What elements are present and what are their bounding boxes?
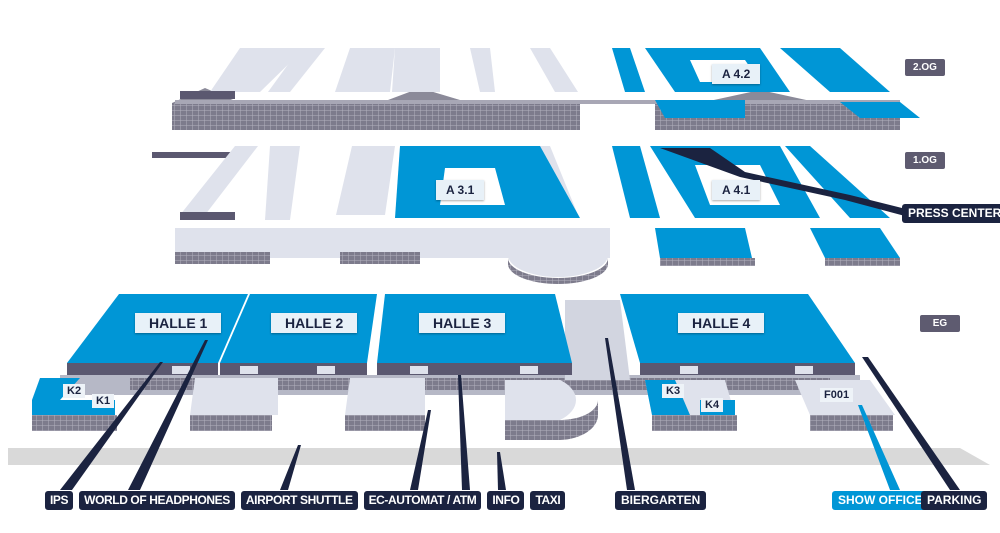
room-k2[interactable]: K2 bbox=[63, 384, 86, 398]
callout-parking[interactable]: PARKING bbox=[921, 491, 988, 510]
callout-biergarten[interactable]: BIERGARTEN bbox=[615, 491, 707, 510]
level-badge-eg: EG bbox=[920, 315, 960, 332]
hall-label-halle-1[interactable]: HALLE 1 bbox=[135, 313, 222, 333]
level-badge-2og: 2.OG bbox=[905, 59, 945, 76]
bottom-callout-row: IPS WORLD OF HEADPHONES AIRPORT SHUTTLE … bbox=[45, 491, 566, 510]
callout-lines bbox=[60, 338, 960, 490]
hall-label-halle-4[interactable]: HALLE 4 bbox=[678, 313, 765, 333]
room-f001[interactable]: F001 bbox=[820, 388, 854, 402]
hall-label-halle-2[interactable]: HALLE 2 bbox=[271, 313, 358, 333]
level-badge-1og: 1.OG bbox=[905, 152, 945, 169]
callout-show-office[interactable]: SHOW OFFICE bbox=[832, 491, 929, 510]
hall-label-a31[interactable]: A 3.1 bbox=[436, 180, 485, 200]
room-k3[interactable]: K3 bbox=[662, 384, 685, 398]
room-k4[interactable]: K4 bbox=[701, 398, 724, 412]
hall-label-halle-3[interactable]: HALLE 3 bbox=[419, 313, 506, 333]
callout-press-center[interactable]: PRESS CENTER bbox=[902, 204, 1000, 223]
callout-ec-automat-atm[interactable]: EC-AUTOMAT / ATM bbox=[363, 491, 482, 510]
callout-info[interactable]: INFO bbox=[487, 491, 525, 510]
callout-world-of-headphones[interactable]: WORLD OF HEADPHONES bbox=[79, 491, 235, 510]
floor-1og bbox=[152, 146, 910, 284]
callout-ips[interactable]: IPS bbox=[45, 491, 74, 510]
floor-2og bbox=[172, 48, 920, 130]
hall-label-a41[interactable]: A 4.1 bbox=[712, 180, 761, 200]
room-k1[interactable]: K1 bbox=[92, 394, 115, 408]
hall-label-a42[interactable]: A 4.2 bbox=[712, 64, 761, 84]
callout-airport-shuttle[interactable]: AIRPORT SHUTTLE bbox=[240, 491, 358, 510]
callout-taxi[interactable]: TAXI bbox=[530, 491, 566, 510]
